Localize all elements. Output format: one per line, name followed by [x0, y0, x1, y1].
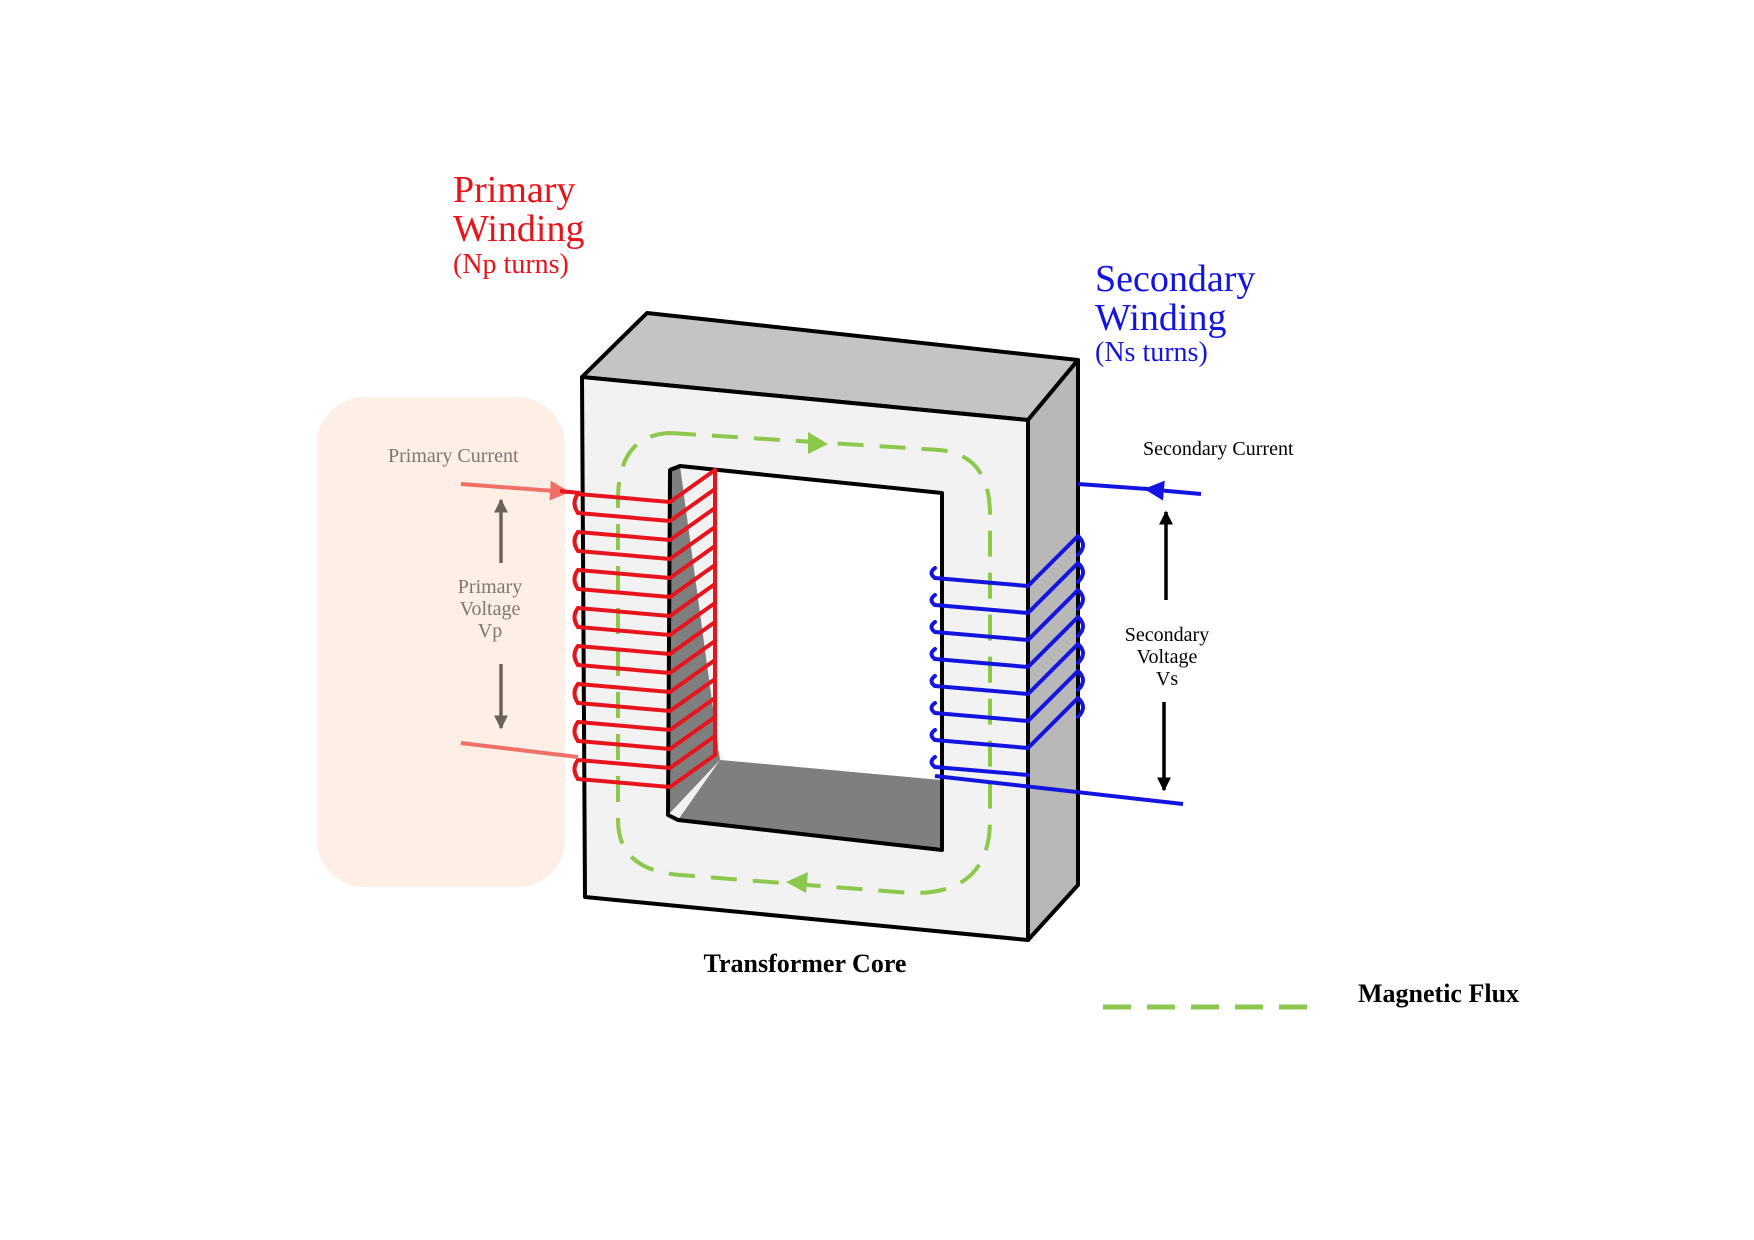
primary-lead-return: [460, 741, 579, 759]
primary-winding-title-line2: Winding: [453, 208, 584, 250]
secondary-voltage-label-line2: Voltage: [1137, 646, 1198, 668]
primary-current-in-lead: [460, 480, 570, 501]
core-window-outline: [666, 464, 944, 852]
secondary-winding-title-line2: Winding: [1095, 297, 1226, 339]
transformer-core-label: Transformer Core: [704, 949, 907, 978]
primary-voltage-label-line1: Primary: [458, 576, 522, 598]
secondary-voltage-label-line3: Vs: [1156, 668, 1178, 690]
primary-winding-coils: [572, 468, 717, 789]
secondary-current-lead: [1144, 480, 1202, 501]
primary-current-label: Primary Current: [388, 445, 519, 467]
secondary-current-label: Secondary Current: [1143, 438, 1294, 460]
secondary-lead-bottom: [934, 774, 1184, 806]
primary-lead-top-link: [559, 489, 581, 495]
secondary-winding-coils: [929, 534, 1085, 777]
secondary-winding-turns: (Ns turns): [1095, 337, 1208, 368]
primary-winding-turns: (Np turns): [453, 249, 569, 280]
flux-arrow-top: [808, 432, 828, 454]
primary-voltage-label-line2: Voltage: [460, 598, 521, 620]
primary-voltage-label-line3: Vp: [478, 620, 502, 642]
legend-flux-label: Magnetic Flux: [1358, 979, 1519, 1008]
core-window: [680, 466, 942, 780]
primary-side-panel: [317, 397, 565, 887]
primary-winding-title-line1: Primary: [453, 169, 575, 211]
secondary-voltage-label-line1: Secondary: [1125, 624, 1209, 646]
secondary-winding-title-line1: Secondary: [1095, 258, 1255, 300]
flux-arrow-bottom: [786, 872, 808, 893]
secondary-lead-top: [1077, 482, 1149, 491]
